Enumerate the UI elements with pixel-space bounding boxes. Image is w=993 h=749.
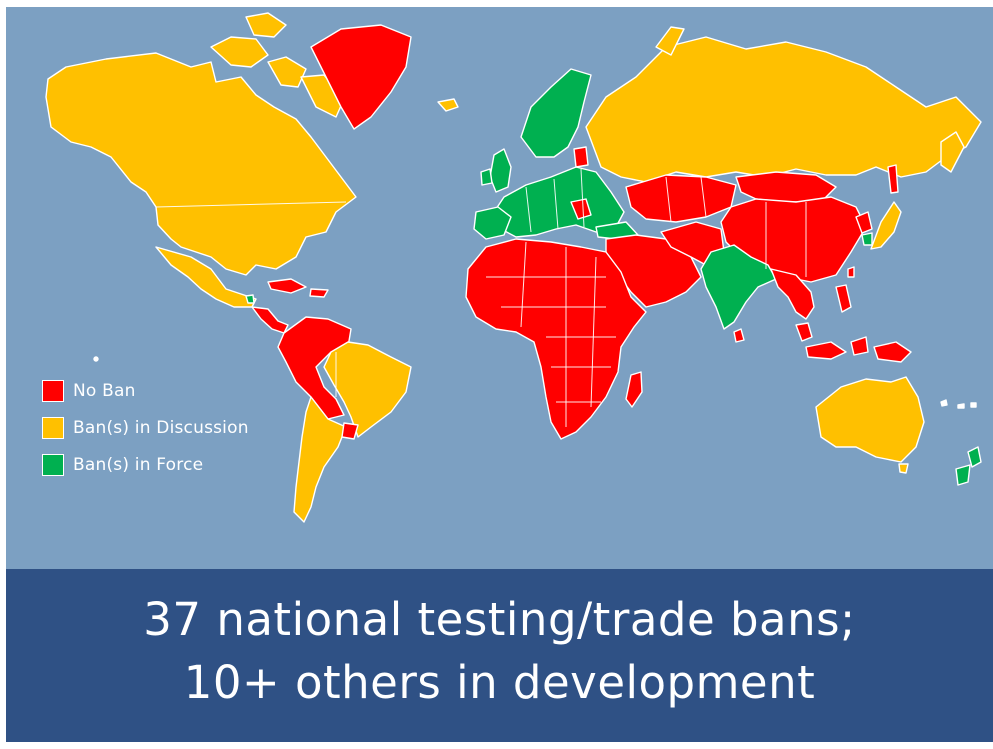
region-baffin — [300, 74, 345, 118]
region-arctic-islands-3 — [245, 12, 287, 38]
legend-item-in-discussion: Ban(s) in Discussion — [42, 416, 302, 440]
region-brazil — [323, 341, 412, 438]
region-philippines — [835, 284, 852, 313]
region-arctic-islands-2 — [267, 56, 307, 88]
region-sakhalin — [887, 164, 899, 194]
legend-item-in-force: Ban(s) in Force — [42, 453, 302, 477]
region-madagascar — [625, 371, 643, 408]
region-new-zealand-south — [955, 464, 971, 486]
legend-label-no-ban: No Ban — [73, 381, 136, 401]
region-hawaii — [93, 356, 99, 362]
region-caribbean-2 — [309, 288, 329, 298]
region-greenland — [310, 24, 412, 130]
region-uk — [489, 148, 512, 193]
legend-label-in-force: Ban(s) in Force — [73, 455, 204, 475]
region-central-asia — [625, 174, 737, 223]
region-uruguay — [341, 422, 359, 440]
region-korea-south — [861, 232, 873, 246]
region-iberia — [473, 206, 512, 240]
region-sri-lanka — [733, 328, 745, 343]
region-russia — [585, 36, 982, 183]
region-scandinavia — [520, 68, 592, 158]
region-novaya-zemlya — [655, 26, 685, 56]
region-north-america — [45, 52, 357, 276]
headline-banner: 37 national testing/trade bans; 10+ othe… — [6, 569, 993, 742]
region-southeast-asia — [770, 268, 815, 320]
region-japan — [870, 201, 902, 250]
region-south-america-north — [277, 316, 352, 420]
map-legend: No Ban Ban(s) in Discussion Ban(s) in Fo… — [42, 379, 302, 490]
legend-swatch-in-force — [42, 454, 64, 476]
region-australia — [815, 376, 925, 463]
headline-line-2: 10+ others in development — [183, 656, 816, 709]
region-new-guinea — [873, 341, 912, 363]
region-taiwan — [847, 266, 855, 278]
region-belize — [245, 294, 255, 304]
legend-swatch-in-discussion — [42, 417, 64, 439]
region-malaysia — [795, 322, 813, 342]
headline-line-1: 37 national testing/trade bans; — [143, 593, 856, 646]
region-india — [700, 244, 777, 330]
region-korea-north — [855, 211, 873, 234]
legend-label-in-discussion: Ban(s) in Discussion — [73, 418, 249, 438]
legend-item-no-ban: No Ban — [42, 379, 302, 403]
region-iceland — [437, 98, 459, 112]
region-central-america — [251, 306, 289, 334]
legend-swatch-no-ban — [42, 380, 64, 402]
region-new-zealand-north — [967, 446, 982, 468]
region-indonesia-1 — [805, 341, 847, 360]
region-pacific-islands — [940, 399, 977, 409]
region-tasmania — [898, 463, 909, 474]
region-indonesia-2 — [850, 336, 869, 356]
region-caribbean-1 — [267, 278, 307, 294]
region-kamchatka — [940, 131, 965, 173]
world-map — [45, 12, 982, 523]
region-balkans — [570, 198, 592, 220]
region-ireland — [480, 168, 493, 186]
region-mongolia — [735, 171, 837, 203]
region-belarus — [573, 146, 589, 168]
region-africa — [465, 238, 647, 440]
region-arctic-islands-1 — [210, 36, 269, 68]
